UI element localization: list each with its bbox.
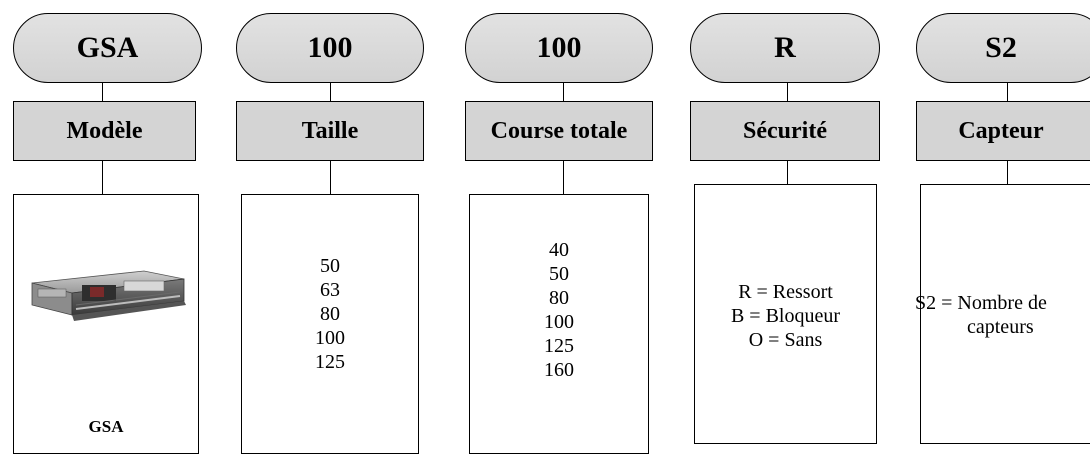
label-text-stroke: Course totale [490,117,628,144]
value-item: capteurs [967,316,1034,338]
code-text-size: 100 [307,31,353,64]
value-item: 125 [315,351,345,373]
value-item: 100 [315,327,345,349]
code-pill-stroke: 100 [465,13,653,83]
label-model: Modèle [13,101,196,161]
model-caption: GSA [88,417,124,436]
connector-line [563,161,564,194]
value-item: B = Bloqueur [730,305,841,327]
connector-line [330,161,331,194]
label-safety: Sécurité [690,101,880,161]
connector-line [1007,161,1008,184]
label-text-model: Modèle [66,117,143,144]
label-text-sensor: Capteur [958,117,1044,144]
code-pill-safety: R [690,13,880,83]
value-item: 125 [544,335,574,357]
values-box-size: 50 63 80 100 125 [241,194,419,454]
value-item: S2 = Nombre de [915,292,1047,314]
code-text-safety: R [774,31,796,64]
value-item: 50 [320,255,340,277]
connector-line [102,83,103,101]
value-item: 160 [544,359,574,381]
values-box-safety: R = Ressort B = Bloqueur O = Sans [694,184,877,444]
label-sensor: Capteur [916,101,1090,161]
value-item: 80 [549,287,569,309]
code-text-sensor: S2 [985,31,1017,64]
value-item: R = Ressort [738,281,833,303]
code-pill-size: 100 [236,13,424,83]
label-text-safety: Sécurité [743,117,827,144]
label-text-size: Taille [301,117,359,144]
values-box-stroke: 40 50 80 100 125 160 [469,194,649,454]
value-item: 100 [544,311,574,333]
connector-line [1007,83,1008,101]
value-item: O = Sans [748,329,823,351]
value-item: 63 [320,279,340,301]
gsa-product-image [31,270,186,321]
code-pill-sensor: S2 [916,13,1090,83]
code-text-model: GSA [76,31,139,64]
connector-line [330,83,331,101]
connector-line [102,161,103,194]
connector-line [787,161,788,184]
code-text-stroke: 100 [536,31,582,64]
value-item: 40 [549,239,569,261]
values-box-sensor: S2 = Nombre de capteurs [915,184,1090,444]
value-item: 80 [320,303,340,325]
code-pill-model: GSA [13,13,202,83]
connector-line [787,83,788,101]
value-item: 50 [549,263,569,285]
label-size: Taille [236,101,424,161]
label-stroke: Course totale [465,101,653,161]
connector-line [563,83,564,101]
values-box-model: GSA [13,194,199,454]
